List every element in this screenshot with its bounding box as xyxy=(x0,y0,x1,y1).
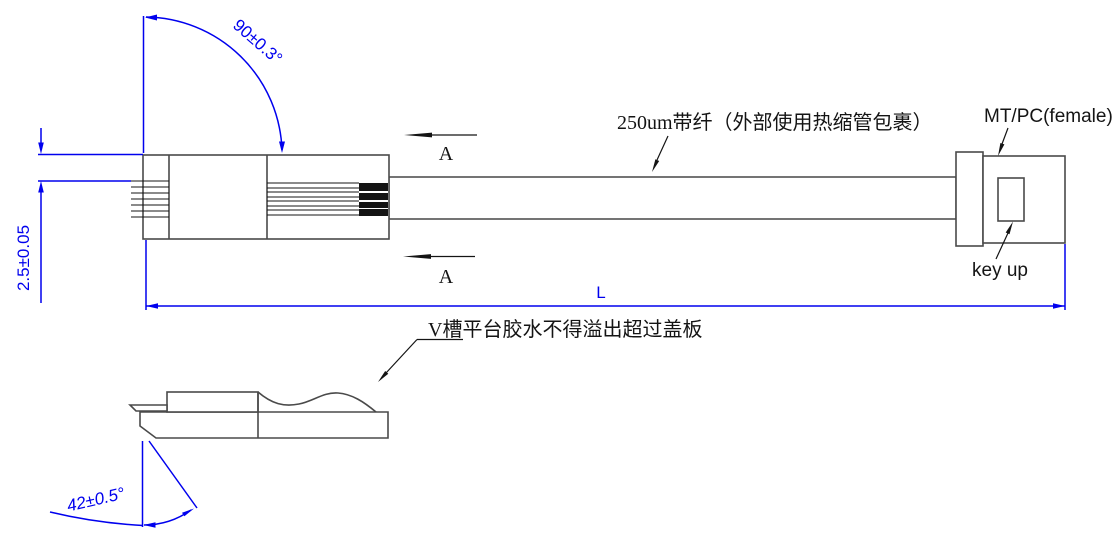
arrowhead xyxy=(279,141,285,153)
fiber-cable-body xyxy=(388,176,957,220)
section-arrow-bottom: A xyxy=(403,254,475,288)
fiber-black-bar xyxy=(359,183,388,191)
fiber-note-text: 250um带纤（外部使用热缩管包裹） xyxy=(617,111,933,134)
length-dimension-L: L xyxy=(145,240,1066,310)
arrowhead xyxy=(652,159,660,172)
fiber-note: 250um带纤（外部使用热缩管包裹） xyxy=(617,111,933,172)
ribbon-fiber-lines-left xyxy=(131,180,169,218)
connector-note: MT/PC(female) xyxy=(984,106,1113,156)
height-label: 2.5±0.05 xyxy=(14,225,33,291)
arrowhead xyxy=(145,14,157,21)
angle-90-label: 90±0.3° xyxy=(229,15,286,68)
ribbon-fiber-side xyxy=(128,404,168,412)
leader-line xyxy=(1001,127,1009,145)
glue-surface-curve xyxy=(257,391,377,413)
arrowhead xyxy=(403,254,431,259)
angle-42-label: 42±0.5° xyxy=(65,484,127,516)
ribbon-fiber-lines-right xyxy=(267,182,359,216)
arrowhead xyxy=(378,371,389,382)
glue-note-text: V槽平台胶水不得溢出超过盖板 xyxy=(428,318,702,341)
arrowhead xyxy=(404,132,432,138)
arrowhead xyxy=(182,508,194,517)
length-label: L xyxy=(596,283,605,302)
fiber-black-bar xyxy=(359,193,388,200)
fiber-black-bar xyxy=(359,209,388,216)
arrowhead xyxy=(1005,221,1013,235)
connector-flange xyxy=(955,151,984,247)
leader-line xyxy=(385,339,418,374)
glue-note: V槽平台胶水不得溢出超过盖板 xyxy=(378,318,702,382)
leader-line xyxy=(995,232,1009,260)
key-note: key up xyxy=(972,221,1028,281)
key-note-text: key up xyxy=(972,260,1028,281)
angle-edge-line xyxy=(148,440,198,509)
leader-line xyxy=(656,135,669,161)
cover-plate xyxy=(166,391,259,413)
angle-arc xyxy=(145,16,283,151)
arrowhead xyxy=(998,143,1005,156)
ferrule-base-section xyxy=(139,411,389,439)
top-view xyxy=(131,151,1066,247)
angle-dimension-90: 90±0.3° xyxy=(142,14,286,153)
arrowhead xyxy=(1053,303,1065,309)
arrowhead xyxy=(38,181,44,193)
fiber-black-bar xyxy=(359,202,388,208)
connector-key xyxy=(997,177,1025,222)
arrowhead xyxy=(143,522,156,528)
arc-tail xyxy=(49,511,144,527)
height-dimension-2-5: 2.5±0.05 xyxy=(14,128,143,303)
angle-dimension-42: 42±0.5° xyxy=(49,440,198,528)
side-view xyxy=(128,391,389,439)
connector-note-text: MT/PC(female) xyxy=(984,106,1113,127)
section-arrow-top: A xyxy=(404,132,477,165)
arrowhead xyxy=(146,303,158,309)
section-letter-top: A xyxy=(439,143,454,165)
arrowhead xyxy=(38,142,44,154)
section-letter-bottom: A xyxy=(439,266,454,288)
